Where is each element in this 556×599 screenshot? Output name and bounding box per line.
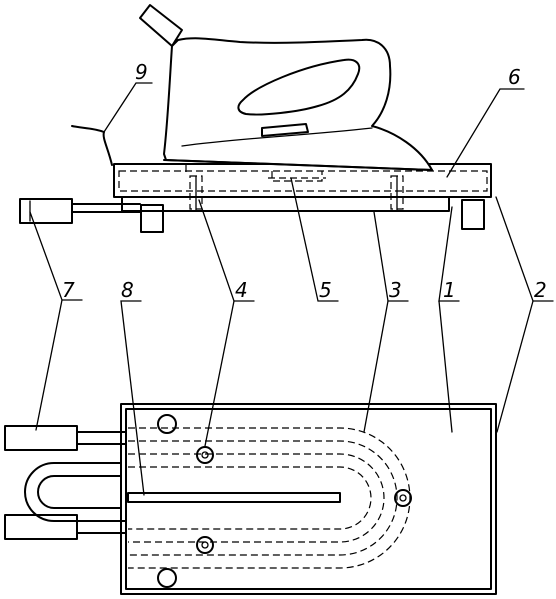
base-outer: [120, 403, 497, 595]
top-connector-lower: [4, 514, 127, 540]
iron-cord: [71, 125, 113, 166]
heating-channel: [128, 427, 411, 569]
iron: [139, 4, 433, 175]
side-view: [19, 4, 492, 233]
foot-left: [140, 204, 164, 233]
screw-bottom: [196, 536, 214, 554]
foot-right: [461, 199, 485, 230]
callout-4: 4: [235, 278, 248, 302]
handle-loop: [24, 462, 122, 522]
base-inner: [125, 408, 492, 590]
heat-plate: [113, 163, 492, 198]
callout-2: 2: [534, 278, 547, 302]
screw-top: [196, 446, 214, 464]
callout-8: 8: [121, 278, 134, 302]
top-connector-upper: [4, 425, 127, 451]
callout-3: 3: [389, 278, 402, 302]
top-view: [4, 403, 497, 595]
callout-labels: 9 6 7 8 4 5 3 1 2: [62, 60, 547, 302]
screw-middle: [394, 489, 412, 507]
screw-left: [189, 175, 203, 212]
probe-rod: [127, 492, 341, 503]
leaders: [29, 82, 554, 496]
callout-7: 7: [62, 278, 75, 302]
callout-6: 6: [508, 65, 521, 89]
callout-9: 9: [135, 60, 148, 84]
callout-5: 5: [319, 278, 332, 302]
side-connector-tube: [19, 198, 141, 224]
callout-1: 1: [443, 278, 456, 302]
screw-right: [390, 175, 404, 212]
